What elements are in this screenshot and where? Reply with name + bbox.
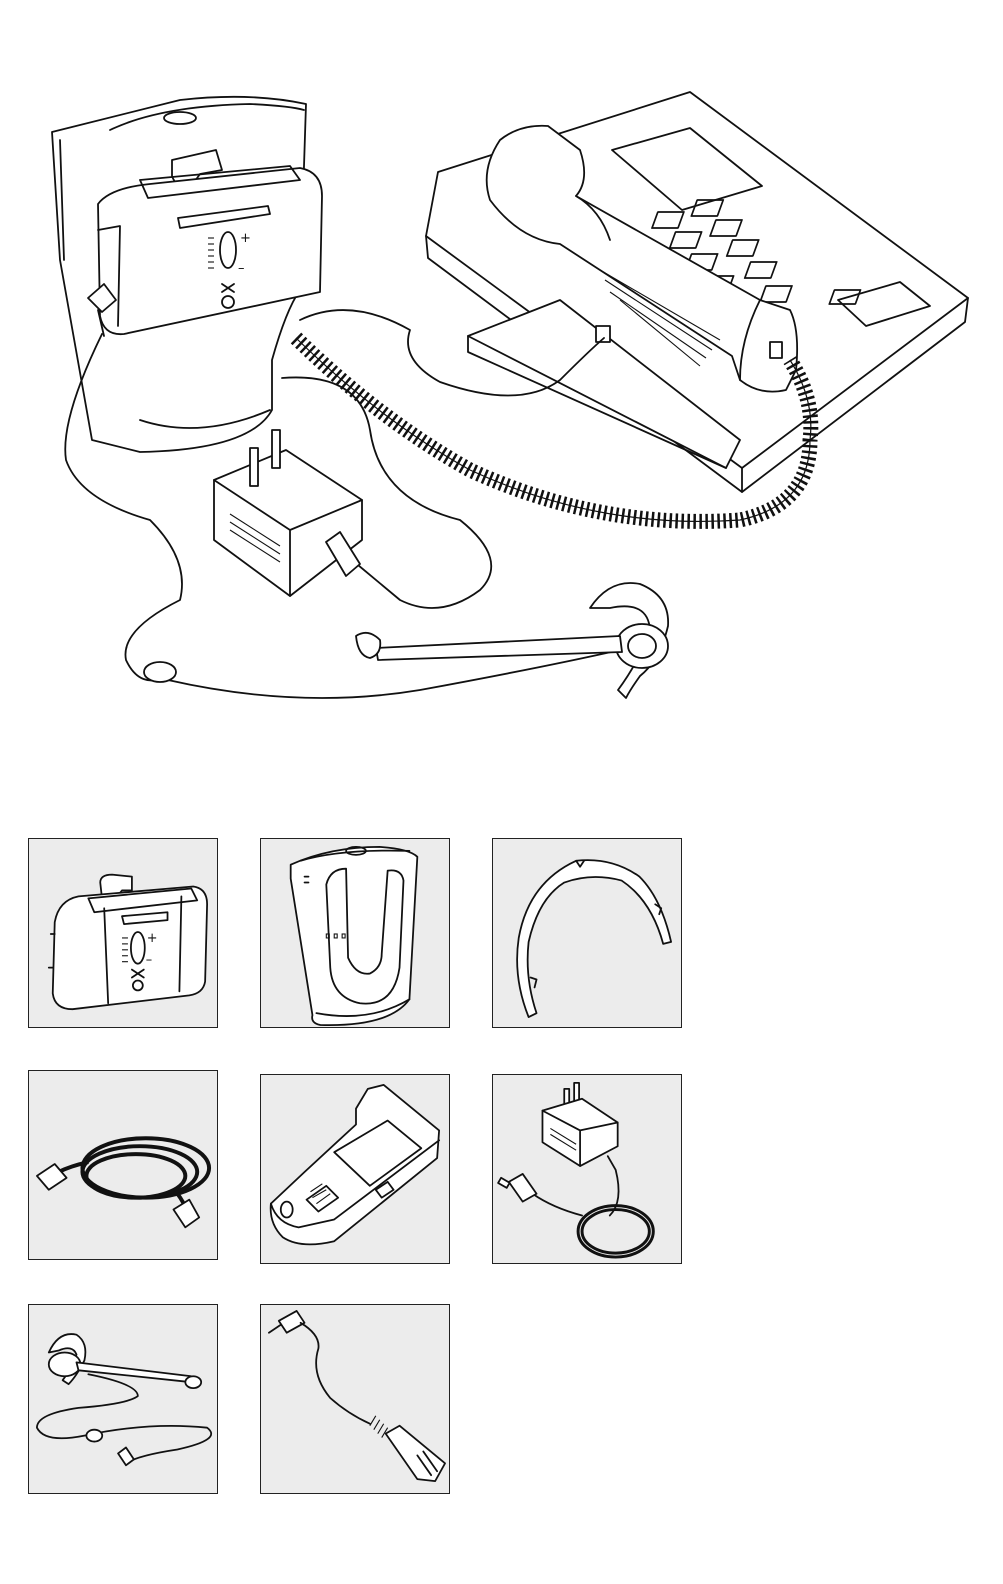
tile-minus-label: – bbox=[146, 953, 152, 968]
tile-base-plate bbox=[260, 1074, 450, 1264]
tile-handset-lifter bbox=[492, 838, 682, 1028]
tile-amplifier: + – bbox=[28, 838, 218, 1028]
power-adapter-icon bbox=[214, 430, 362, 596]
power-adapter-icon bbox=[493, 1075, 681, 1263]
tile-headset bbox=[28, 1304, 218, 1494]
headset-icon bbox=[29, 1305, 217, 1493]
amplifier-icon: + – bbox=[29, 839, 217, 1027]
tile-base-holder bbox=[260, 838, 450, 1028]
telephone-icon bbox=[426, 92, 968, 492]
setup-diagram: + – bbox=[0, 0, 1003, 760]
base-plate-icon bbox=[261, 1075, 449, 1263]
headset-icon bbox=[144, 583, 668, 698]
base-holder-icon bbox=[261, 839, 449, 1027]
tile-telephone-cord bbox=[28, 1070, 218, 1260]
tile-power-adapter bbox=[492, 1074, 682, 1264]
volume-minus-label: – bbox=[238, 261, 245, 276]
tile-plus-label: + bbox=[147, 931, 158, 946]
tile-adapter-cable bbox=[260, 1304, 450, 1494]
handset-lifter-icon bbox=[493, 839, 681, 1027]
main-illustration: + – bbox=[0, 0, 1003, 760]
telephone-cord-icon bbox=[29, 1071, 217, 1259]
volume-plus-label: + bbox=[240, 231, 251, 246]
base-unit-icon: + – bbox=[52, 97, 322, 452]
adapter-cable-icon bbox=[261, 1305, 449, 1493]
